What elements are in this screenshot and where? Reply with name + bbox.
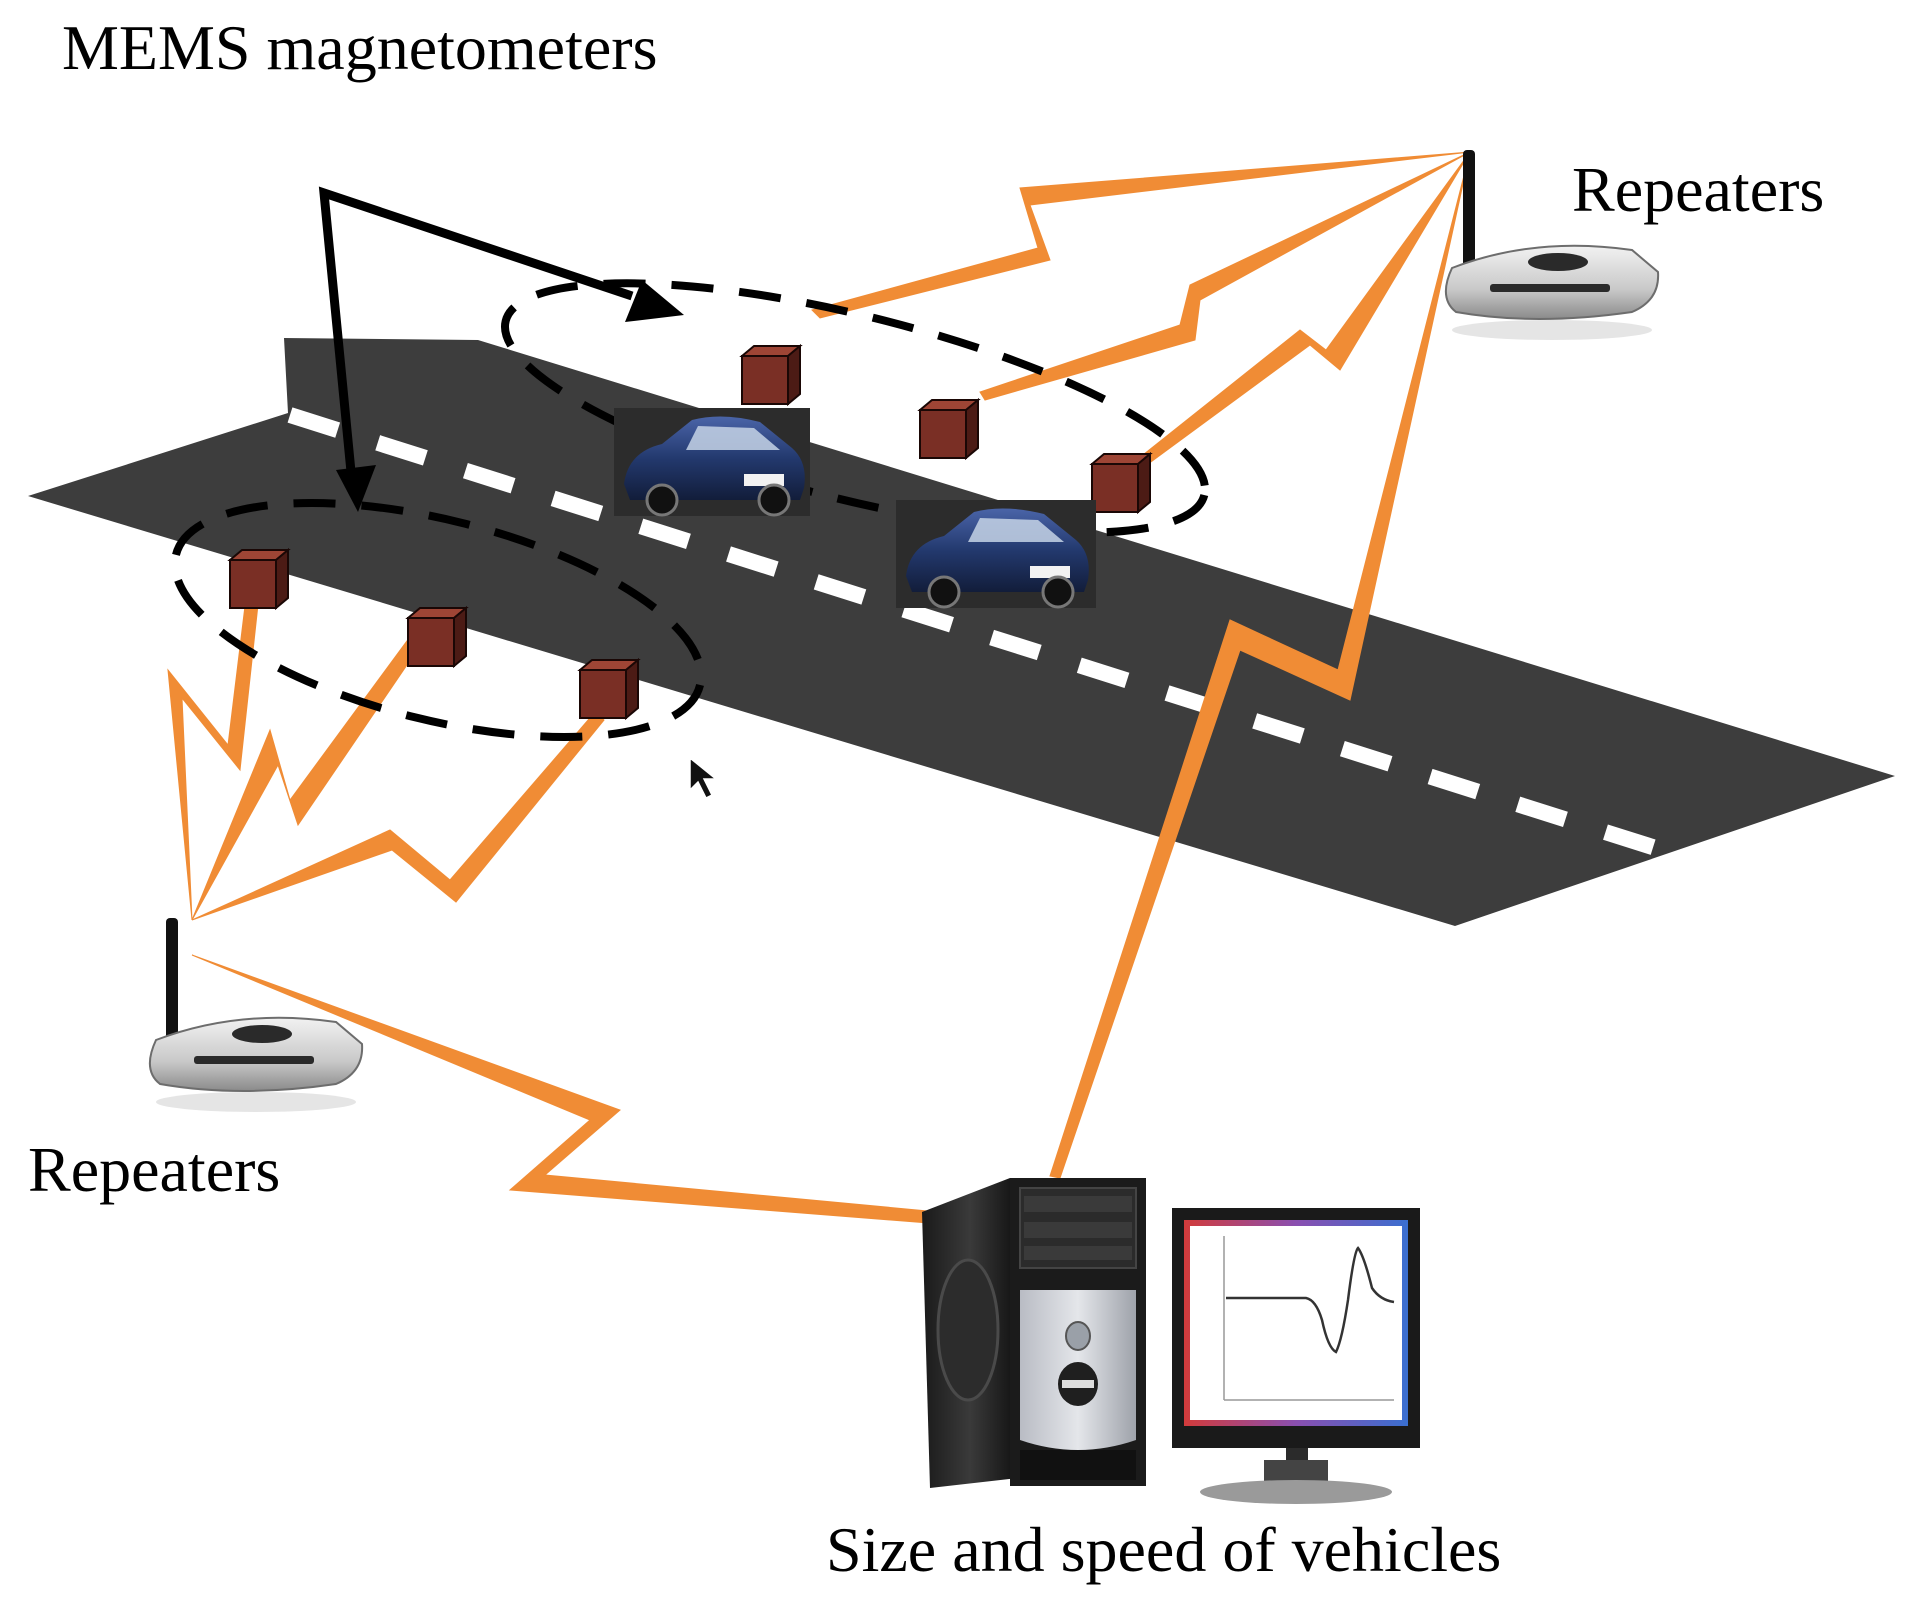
sensor-group-left-outline (170, 499, 706, 741)
cube-icon (577, 657, 641, 721)
road (28, 338, 1895, 926)
radio-link-top-2 (979, 151, 1471, 401)
desktop-tower-icon (922, 1178, 1146, 1488)
repeaters-left-label: Repeaters (28, 1134, 281, 1205)
monitor-icon (1172, 1208, 1420, 1504)
arrow-to-top-group (318, 186, 634, 483)
callout-arrows (318, 186, 684, 512)
car-icon (896, 500, 1096, 609)
arrow-head-top (625, 280, 684, 322)
cube-icon (227, 547, 291, 611)
car-icon (614, 408, 810, 517)
repeater-top (1445, 150, 1660, 340)
output-label: Size and speed of vehicles (826, 1514, 1502, 1585)
radio-link-left-3 (191, 711, 605, 921)
sensors-label: MEMS magnetometers (62, 12, 658, 83)
arrow-head-left (336, 465, 376, 512)
cube-icon (739, 343, 803, 407)
wireless-router-icon (149, 1016, 364, 1112)
lane-marking (287, 407, 1665, 858)
repeater-left (149, 918, 364, 1112)
antenna-icon (1463, 150, 1475, 278)
radio-link-left-computer (191, 954, 1046, 1233)
cube-icon (405, 605, 469, 669)
cube-icon (1089, 451, 1153, 515)
repeaters-top-label: Repeaters (1572, 154, 1825, 225)
cube-icon (917, 397, 981, 461)
mouse-pointer-icon (689, 756, 719, 800)
radio-link-top-computer (1049, 151, 1471, 1179)
radio-link-top-1 (811, 151, 1471, 319)
sensor-group-top-outline (500, 279, 1210, 537)
wireless-router-icon (1445, 244, 1660, 340)
sensors (227, 343, 1153, 721)
antenna-icon (166, 918, 178, 1050)
signal-plot (1223, 1236, 1395, 1401)
